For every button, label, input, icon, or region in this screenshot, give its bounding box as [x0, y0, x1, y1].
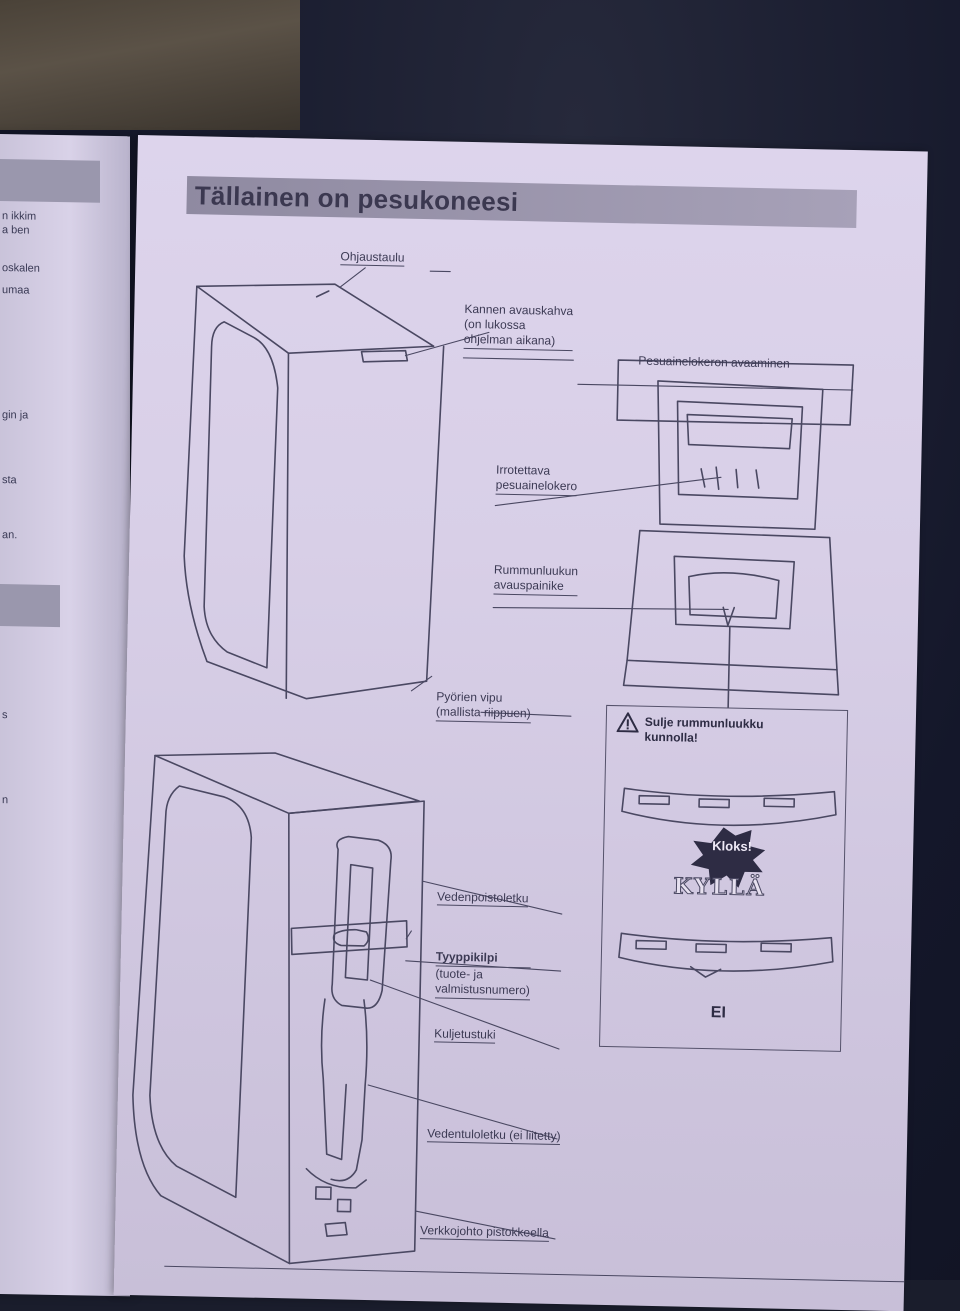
ei-text: EI: [710, 1004, 727, 1022]
machine-front-drawing: [183, 283, 445, 700]
kylla-text: KYLLÄ: [673, 873, 767, 902]
label-pyorien-vipu: Pyörien vipu (mallista riippuen): [435, 689, 531, 724]
label-verkkojohto: Verkkojohto pistokkeella: [419, 1223, 549, 1242]
detergent-drawer-inset: [616, 359, 855, 709]
warning-box: Sulje rummunluukku kunnolla! Kloks! KYLL…: [599, 704, 849, 1052]
wooden-shelf: [0, 0, 300, 130]
left-page-fragment: an.: [2, 529, 18, 542]
label-vedenpoistoletku: Vedenpoistoletku: [436, 889, 529, 908]
warning-text: Sulje rummunluukku kunnolla!: [644, 714, 764, 745]
left-page-fragment: a ben: [2, 224, 30, 237]
label-irrotettava-pesuainelokero: Irrotettava pesuainelokero: [495, 463, 578, 497]
left-page-fragment: sta: [2, 474, 17, 487]
machine-rear-drawing: [132, 752, 425, 1265]
left-page-fragment: gin ja: [2, 409, 29, 422]
left-page-sheet: n ikkim a ben oskalen umaa gin ja sta an…: [0, 133, 130, 1297]
label-kannen-avauskahva: Kannen avauskahva (on lukossa ohjelman a…: [463, 302, 573, 352]
label-ohjaustaulu: Ohjaustaulu: [340, 249, 405, 267]
label-pesuainelokeron-avaaminen: Pesuainelokeron avaaminen: [638, 353, 790, 371]
label-tyyppikilpi: Tyyppikilpi (tuote- ja valmistusnumero): [434, 949, 531, 1001]
left-page-section-bar: [0, 584, 60, 628]
warning-triangle-icon: [616, 712, 640, 733]
latch-drawings: [618, 787, 837, 978]
left-page-heading-bar: [0, 159, 100, 203]
kloks-text: Kloks!: [712, 838, 753, 855]
left-page-fragment: oskalen: [2, 262, 40, 275]
label-kuljetustuki: Kuljetustuki: [434, 1026, 496, 1044]
left-page-fragment: umaa: [2, 284, 30, 297]
left-page-fragment: s: [2, 709, 8, 722]
kloks-burst: [690, 827, 766, 888]
label-vedentuloletku: Vedentuloletku (ei liitetty): [426, 1126, 561, 1146]
label-rummunluukun-avauspainike: Rummunluukun avauspainike: [493, 563, 578, 597]
manual-page: Tällainen on pesukoneesi: [113, 135, 928, 1311]
left-page-fragment: n: [2, 794, 9, 807]
left-page-fragment: n ikkim: [2, 210, 37, 223]
leader-lines: [339, 267, 854, 1240]
washing-machine-illustrations: [132, 267, 855, 1265]
